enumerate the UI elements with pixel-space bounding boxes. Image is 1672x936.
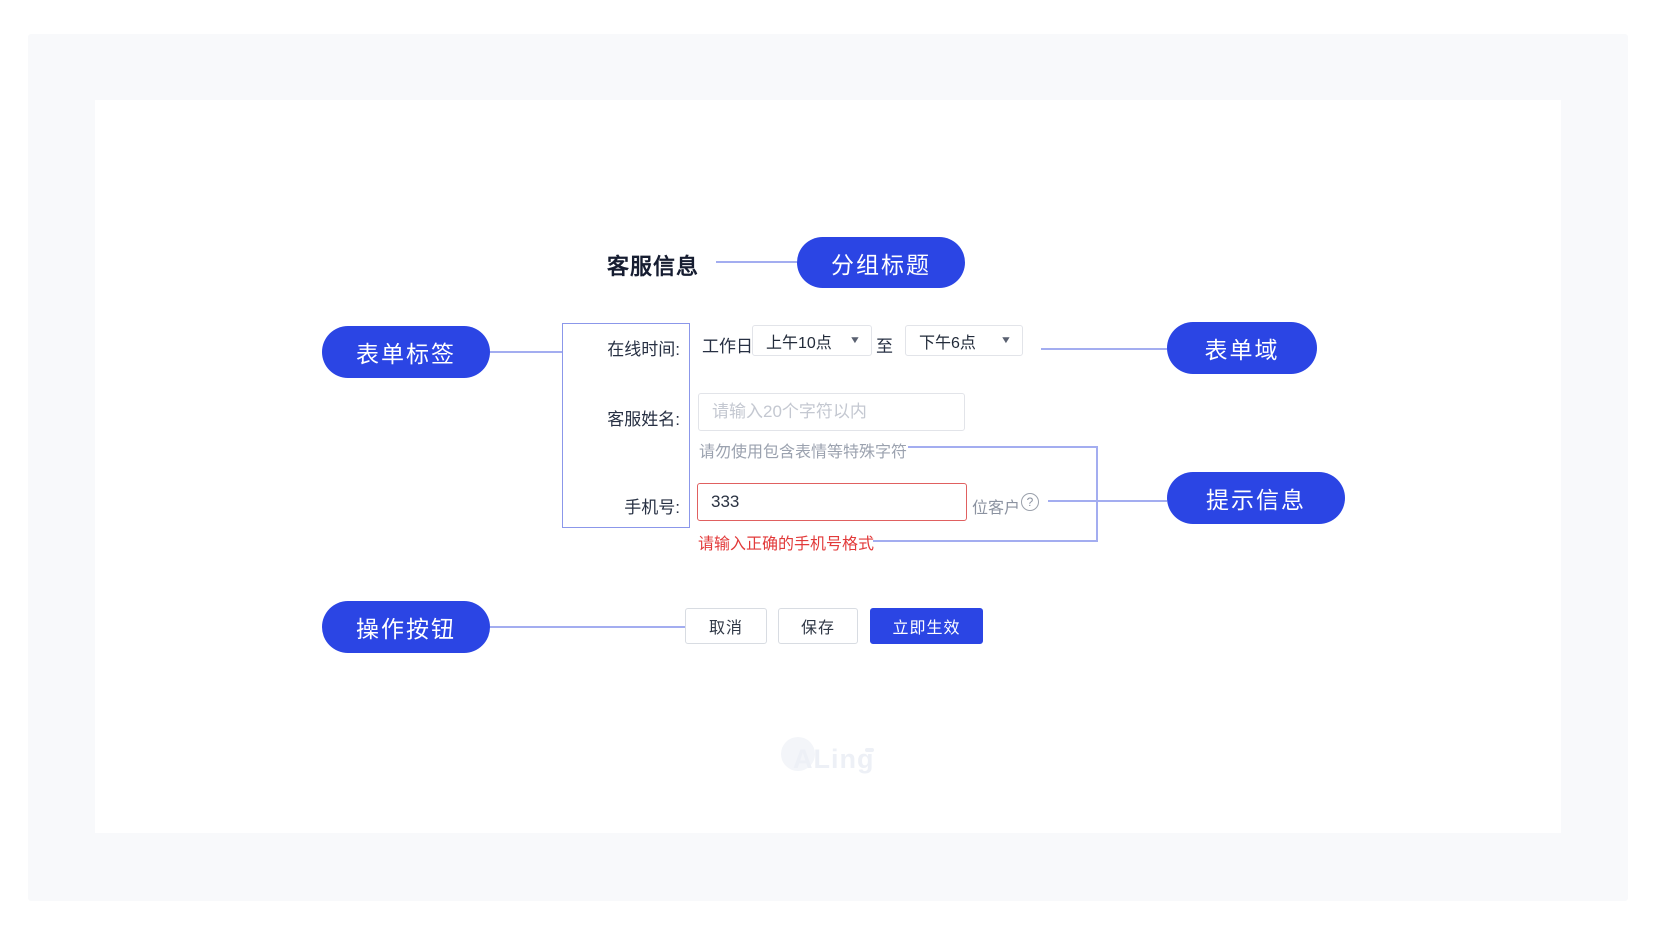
section-title: 客服信息 <box>607 254 700 279</box>
agent-name-input[interactable] <box>698 393 965 431</box>
annotation-pill-form-label: 表单标签 <box>322 326 490 378</box>
watermark-circle <box>781 737 815 771</box>
annotation-pill-hint: 提示信息 <box>1167 472 1345 524</box>
online-time-label: 在线时间: <box>607 340 680 359</box>
phone-label: 手机号: <box>624 498 680 517</box>
question-glyph: ? <box>1026 495 1034 509</box>
caret-down-icon: ▼ <box>848 335 862 346</box>
cancel-button[interactable]: 取消 <box>685 608 767 644</box>
bracket-vertical-line <box>1096 446 1098 542</box>
connector-line-hint <box>1048 500 1167 502</box>
connector-line-actions <box>490 626 685 628</box>
bracket-top-line <box>908 446 1098 448</box>
end-time-value: 下午6点 <box>919 334 976 352</box>
weekday-text: 工作日 <box>702 337 753 356</box>
form-labels-outline <box>562 323 690 528</box>
question-circle-icon[interactable]: ? <box>1021 493 1039 511</box>
form-card <box>95 100 1561 833</box>
caret-down-icon: ▼ <box>999 335 1013 346</box>
annotation-pill-group-title: 分组标题 <box>797 237 965 288</box>
annotation-pill-form-field: 表单域 <box>1167 322 1317 374</box>
apply-button[interactable]: 立即生效 <box>870 608 983 644</box>
agent-name-help-text: 请勿使用包含表情等特殊字符 <box>699 444 908 461</box>
start-time-select[interactable]: 上午10点 ▼ <box>752 325 872 356</box>
watermark-logo: ALing <box>793 744 875 774</box>
connector-line-group-title <box>716 261 797 263</box>
to-text: 至 <box>876 337 893 356</box>
phone-error-text: 请输入正确的手机号格式 <box>698 536 875 553</box>
annotation-pill-actions: 操作按钮 <box>322 601 490 653</box>
end-time-select[interactable]: 下午6点 ▼ <box>905 325 1023 356</box>
connector-line-form-label <box>490 351 562 353</box>
start-time-value: 上午10点 <box>766 334 832 352</box>
watermark-accent <box>865 748 874 752</box>
phone-input[interactable] <box>697 483 967 521</box>
bracket-bottom-line <box>873 540 1098 542</box>
save-button[interactable]: 保存 <box>778 608 858 644</box>
connector-line-form-field <box>1041 348 1167 350</box>
phone-suffix-text: 位客户 <box>972 500 1021 517</box>
agent-name-label: 客服姓名: <box>607 410 680 429</box>
